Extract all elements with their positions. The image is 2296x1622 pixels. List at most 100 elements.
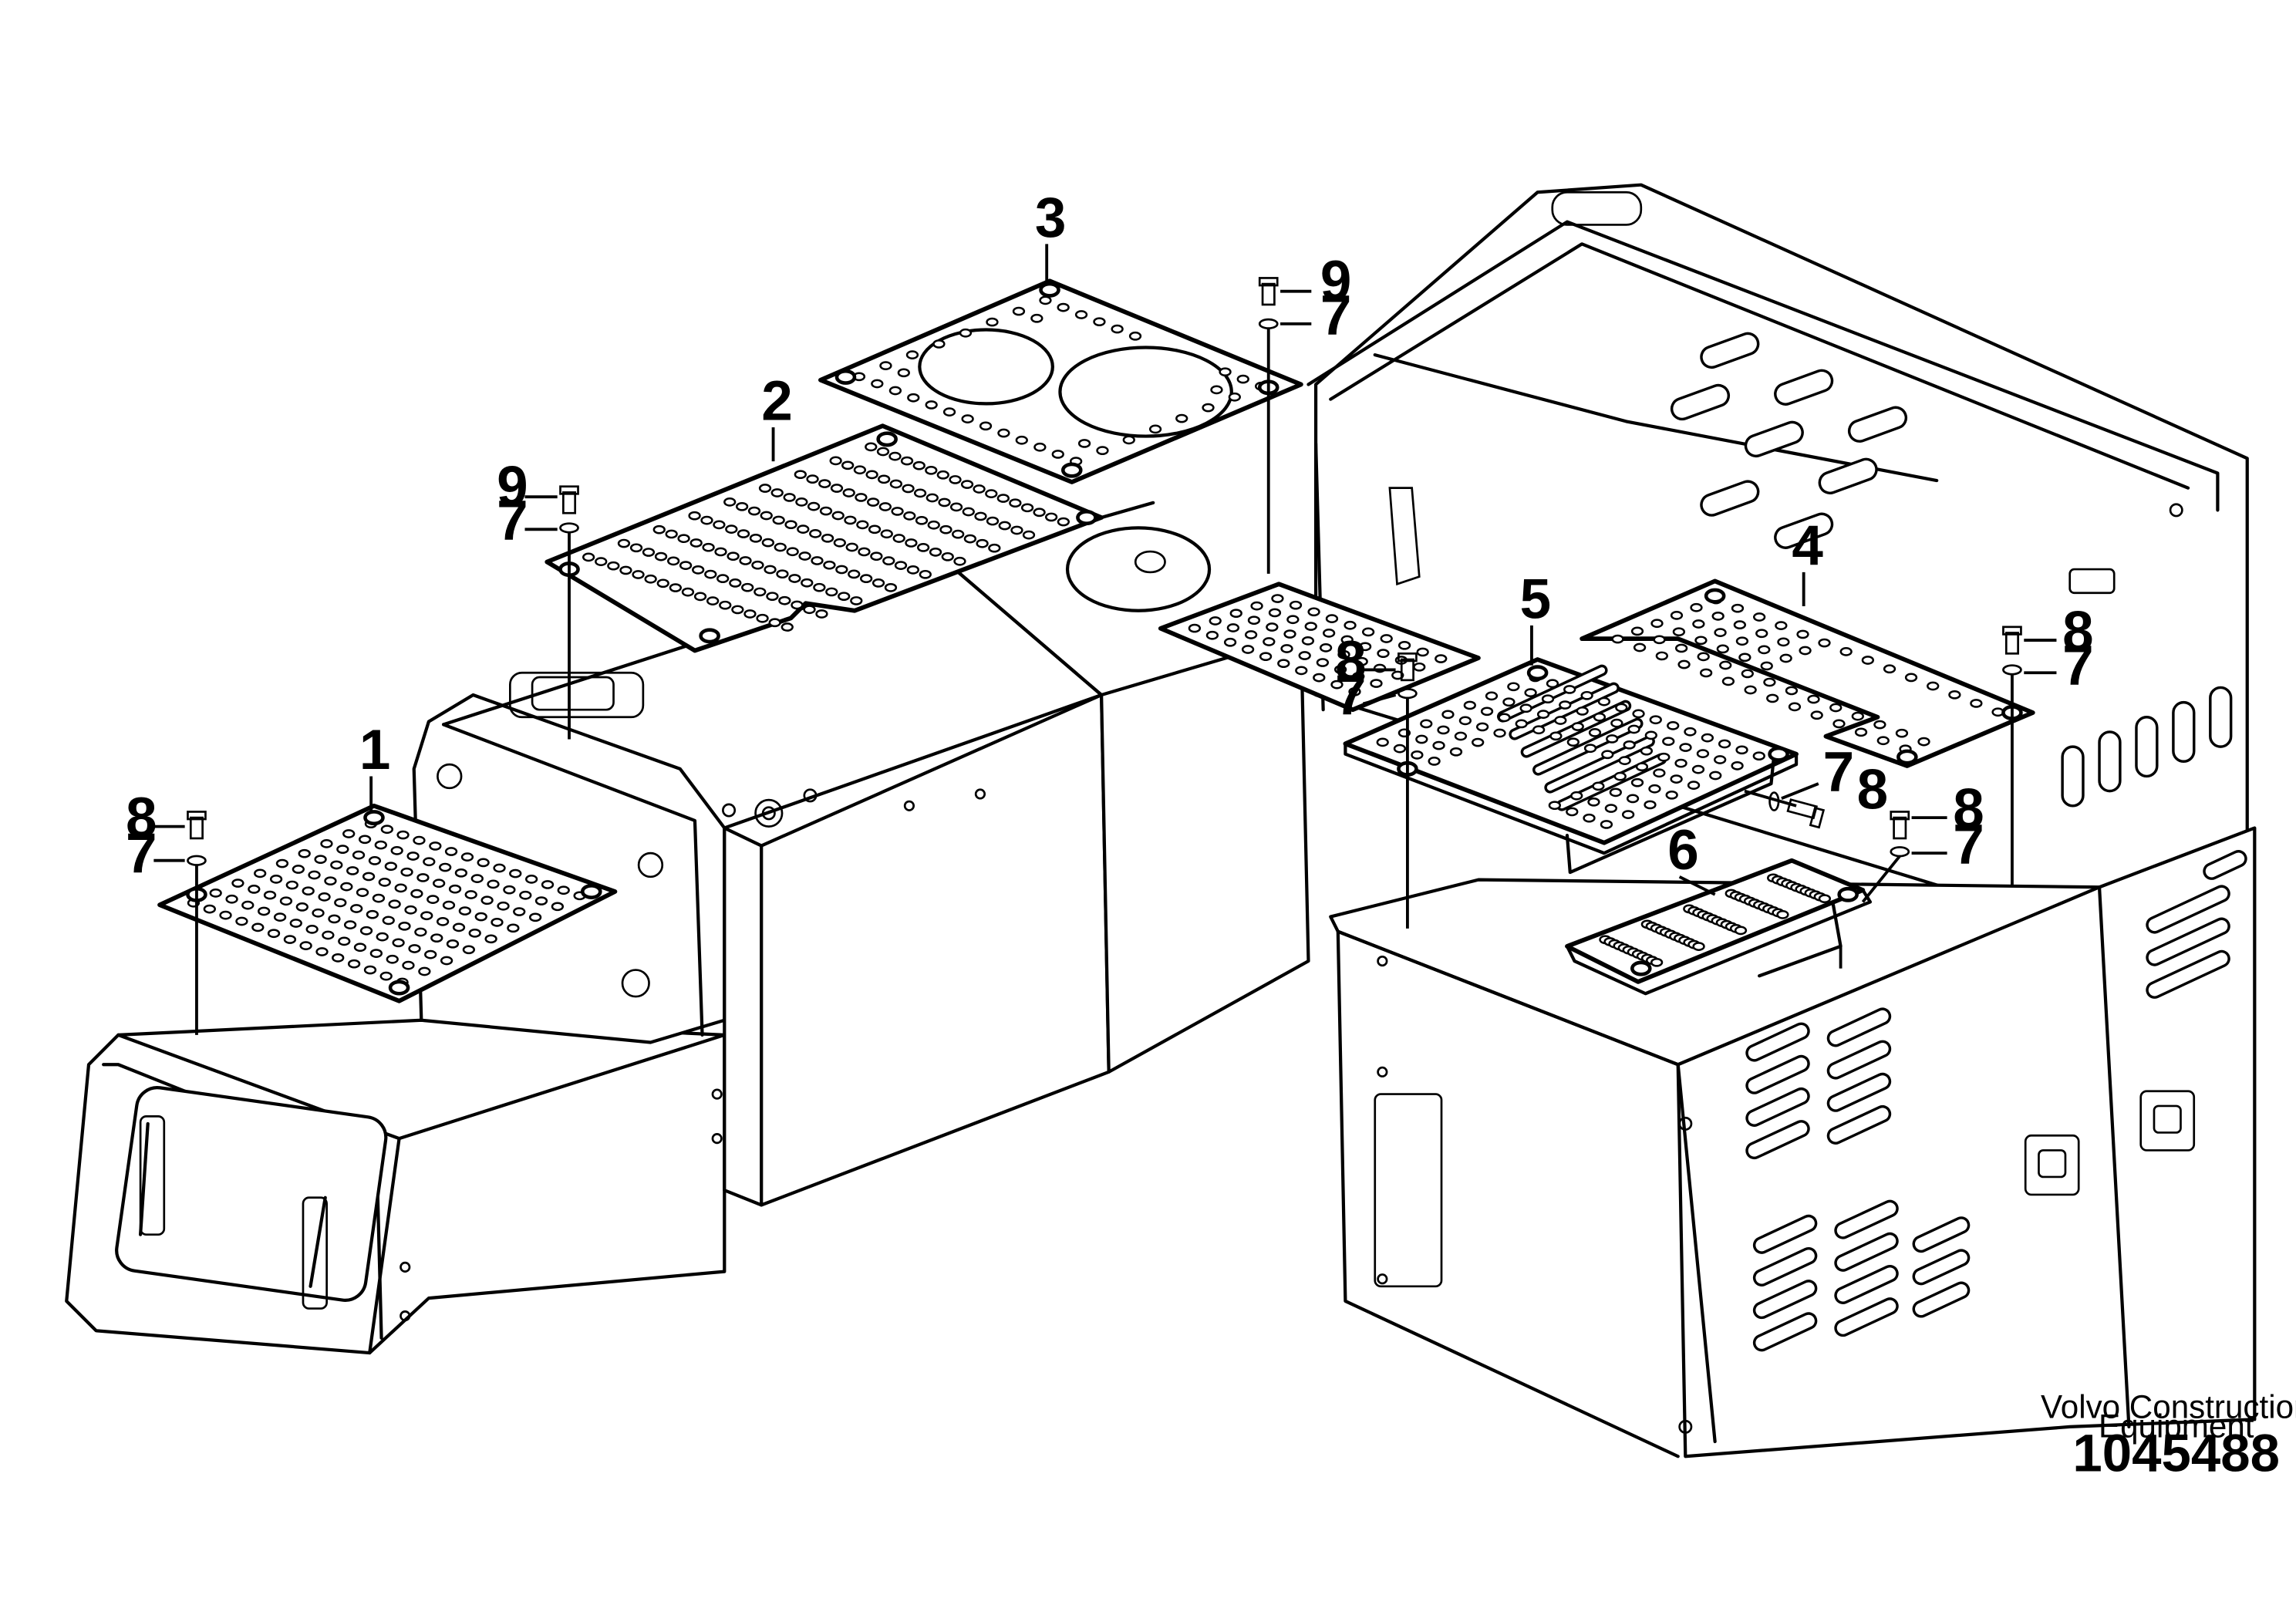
perforation-hole — [1611, 634, 1624, 644]
perforation-hole — [328, 914, 341, 924]
perforation-hole — [1241, 645, 1255, 654]
perforation-hole — [1229, 609, 1242, 619]
perforation-hole — [1667, 721, 1680, 730]
perforation-hole — [871, 379, 884, 389]
perforation-hole — [1692, 942, 1705, 951]
perforation-hole — [582, 552, 595, 562]
perforation-hole — [607, 561, 620, 571]
perforation-hole — [758, 484, 772, 493]
perforation-hole — [1752, 751, 1765, 761]
perforation-hole — [1632, 709, 1645, 719]
perforation-hole — [889, 479, 903, 489]
perforation-hole — [879, 361, 892, 370]
perforation-hole — [343, 920, 357, 929]
perforation-hole — [619, 565, 632, 575]
perforation-hole — [1571, 722, 1584, 731]
callout-labels: 1 2 3 4 5 6 8 7 9 7 9 7 8 7 7 8 8 7 — [126, 187, 2094, 896]
machine-body — [65, 183, 2257, 1458]
perforation-hole — [1298, 651, 1311, 660]
perforation-hole — [1057, 302, 1070, 312]
perforation-hole — [1074, 310, 1088, 319]
perforation-hole — [1851, 711, 1864, 721]
perforation-hole — [833, 538, 846, 548]
perforation-hole — [760, 511, 773, 521]
perforation-hole — [312, 908, 325, 918]
perforation-hole — [541, 880, 555, 889]
perforation-hole — [786, 547, 799, 557]
perforation-hole — [1766, 693, 1779, 703]
perforation-hole — [1630, 626, 1644, 636]
perforation-hole — [1391, 670, 1404, 680]
perforation-hole — [1077, 439, 1091, 448]
perforation-hole — [774, 542, 787, 552]
perforation-hole — [850, 596, 863, 605]
perforation-hole — [1111, 324, 1124, 334]
perforation-hole — [905, 538, 918, 548]
perforation-hole — [1263, 637, 1276, 646]
perforation-hole — [1570, 791, 1583, 801]
perforation-hole — [1532, 725, 1546, 735]
perforation-hole — [235, 916, 248, 926]
perforation-hole — [557, 885, 570, 895]
perforation-hole — [1020, 503, 1034, 513]
perforation-hole — [952, 529, 965, 539]
perforation-hole — [519, 890, 532, 900]
perforation-hole — [1420, 719, 1433, 729]
bolt-hole — [1526, 665, 1549, 681]
perforation-hole — [1597, 696, 1611, 706]
perforation-hole — [1649, 715, 1662, 725]
callout-8-lower-right: 8 — [1953, 778, 1984, 841]
perforation-hole — [1650, 957, 1664, 967]
perforation-hole — [442, 900, 456, 910]
perforation-hole — [644, 574, 657, 584]
perforation-hole — [439, 862, 452, 872]
perforation-hole — [1711, 612, 1725, 621]
perforation-hole — [1618, 756, 1631, 765]
callout-3: 3 — [1035, 187, 1067, 249]
perforation-hole — [880, 529, 893, 539]
perforation-hole — [302, 886, 315, 896]
perforation-hole — [258, 906, 271, 916]
perforation-hole — [378, 878, 391, 887]
perforation-hole — [723, 497, 737, 507]
perforation-hole — [998, 521, 1011, 531]
perforation-hole — [1344, 620, 1357, 630]
perforation-hole — [692, 565, 705, 575]
perforation-hole — [1714, 628, 1727, 637]
perforation-hole — [714, 547, 727, 557]
perforation-hole — [1330, 679, 1344, 690]
callout-4: 4 — [1792, 514, 1823, 577]
perforation-hole — [254, 868, 267, 878]
perforation-hole — [1716, 644, 1729, 654]
perforation-hole — [1175, 413, 1188, 423]
perforation-hole — [1515, 719, 1528, 729]
perforation-hole — [1210, 385, 1223, 395]
perforation-hole — [1653, 635, 1666, 645]
perforation-hole — [1313, 673, 1326, 683]
perforation-hole — [423, 857, 436, 867]
perforation-hole — [892, 534, 905, 543]
perforation-hole — [503, 885, 516, 895]
perforation-hole — [1093, 317, 1106, 327]
perforation-hole — [813, 582, 826, 592]
perforation-hole — [1205, 630, 1219, 640]
perforation-hole — [1604, 804, 1618, 813]
perforation-hole — [315, 947, 329, 956]
perforation-hole — [1322, 629, 1336, 638]
bolt-hole — [1039, 282, 1060, 298]
perforation-hole — [1744, 685, 1757, 695]
perforation-hole — [679, 561, 693, 570]
perforation-hole — [652, 524, 666, 534]
callout-7-center: 7 — [1335, 664, 1367, 727]
callout-8-plate5-side: 8 — [1857, 759, 1889, 821]
perforation-hole — [1818, 894, 1832, 904]
perforation-hole — [384, 862, 397, 872]
perforation-hole — [1670, 774, 1683, 784]
perforation-hole — [1498, 713, 1511, 723]
perforation-hole — [318, 892, 331, 902]
perforation-hole — [1601, 750, 1614, 760]
perforation-hole — [1677, 659, 1691, 669]
perforation-hole — [203, 904, 216, 914]
perforation-hole — [1763, 677, 1776, 687]
perforation-hole — [356, 888, 369, 897]
